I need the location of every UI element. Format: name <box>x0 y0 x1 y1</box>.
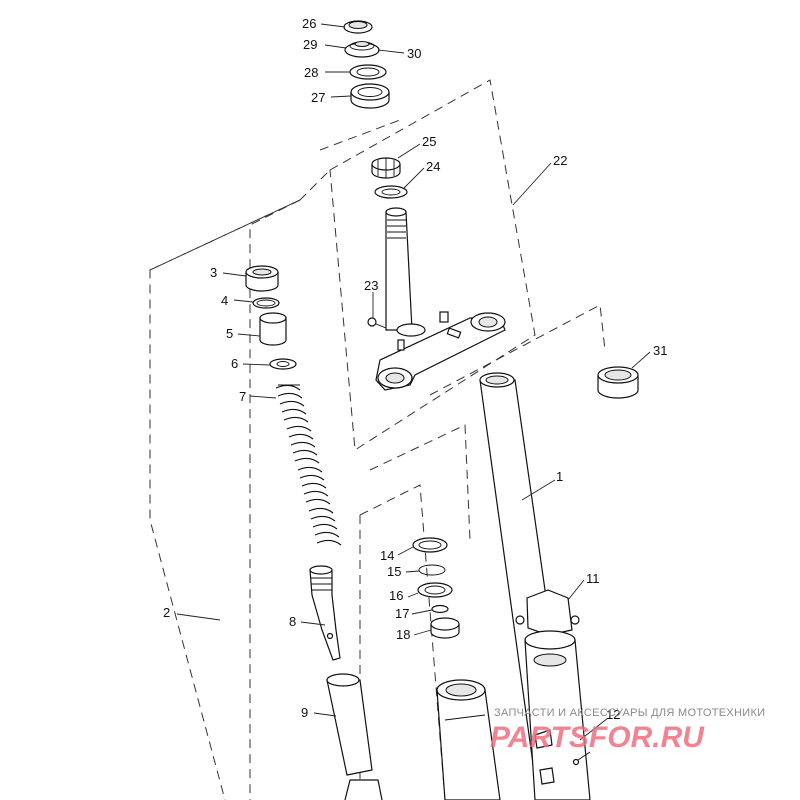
callout-29: 29 <box>303 37 317 52</box>
callout-17: 17 <box>395 606 409 621</box>
watermark-tagline: ЗАПЧАСТИ И АКСЕССУАРЫ ДЛЯ МОТОТЕХНИКИ <box>494 707 765 719</box>
callout-12: 12 <box>606 707 620 722</box>
part-8-damper-rod <box>309 565 341 661</box>
part-15-clip <box>418 564 446 576</box>
part-5-spacer <box>259 312 287 346</box>
callout-11: 11 <box>586 571 600 586</box>
part-9-tube <box>326 673 383 800</box>
group-boundary-31 <box>429 304 606 396</box>
callout-8: 8 <box>289 614 296 629</box>
callout-23: 23 <box>364 278 378 293</box>
part-16-seal <box>417 582 453 598</box>
leader-lines <box>176 23 651 741</box>
callout-5: 5 <box>226 326 233 341</box>
callout-15: 15 <box>387 564 401 579</box>
group-boundary-1 <box>369 424 471 541</box>
group-boundary-14 <box>359 484 446 800</box>
callout-6: 6 <box>231 356 238 371</box>
part-26-nut <box>343 20 373 34</box>
callout-3: 3 <box>210 265 217 280</box>
callout-2: 2 <box>163 605 170 620</box>
part-17-ring <box>431 604 449 614</box>
callout-9: 9 <box>301 705 308 720</box>
part-6-washer <box>269 358 297 370</box>
callout-1: 1 <box>556 469 563 484</box>
part-3-cap <box>245 265 279 292</box>
callout-7: 7 <box>239 389 246 404</box>
callout-24: 24 <box>426 159 440 174</box>
part-27-bearing <box>350 83 390 109</box>
group-boundary-2-outer <box>149 199 301 800</box>
part-31-bearing <box>597 366 639 399</box>
group-boundary-2 <box>249 199 301 800</box>
group-boundary-main <box>149 169 331 271</box>
callout-16: 16 <box>389 588 403 603</box>
part-12-bolt <box>572 751 591 766</box>
part-14-seal <box>412 537 448 553</box>
part-23-bolt <box>367 317 387 329</box>
part-29-nut <box>344 41 380 58</box>
callout-27: 27 <box>311 90 325 105</box>
callout-labels: 26 29 30 28 27 25 24 22 23 3 4 5 6 7 8 9… <box>163 16 667 722</box>
fork-slider-left <box>436 679 501 800</box>
callout-4: 4 <box>221 293 228 308</box>
part-18-bushing <box>430 617 460 639</box>
group-boundary-22 <box>329 79 536 451</box>
callout-30: 30 <box>407 46 421 61</box>
callout-25: 25 <box>422 134 436 149</box>
callout-31: 31 <box>653 343 667 358</box>
part-28-washer <box>349 64 387 80</box>
group-boundary-stem <box>319 119 401 151</box>
callout-18: 18 <box>396 627 410 642</box>
part-4-o-ring <box>252 297 280 309</box>
watermark-brand: PARTSFOR.RU <box>490 721 705 754</box>
callout-26: 26 <box>302 16 316 31</box>
part-25-nut <box>371 157 401 179</box>
part-11-clamp <box>515 589 580 636</box>
callout-22: 22 <box>553 153 567 168</box>
watermark: ЗАПЧАСТИ И АКСЕССУАРЫ ДЛЯ МОТОТЕХНИКИ PA… <box>490 707 765 754</box>
part-7-spring <box>275 384 342 546</box>
part-22-steering-stem <box>375 207 506 391</box>
callout-28: 28 <box>304 65 318 80</box>
part-24-washer <box>374 185 408 199</box>
callout-14: 14 <box>380 548 394 563</box>
